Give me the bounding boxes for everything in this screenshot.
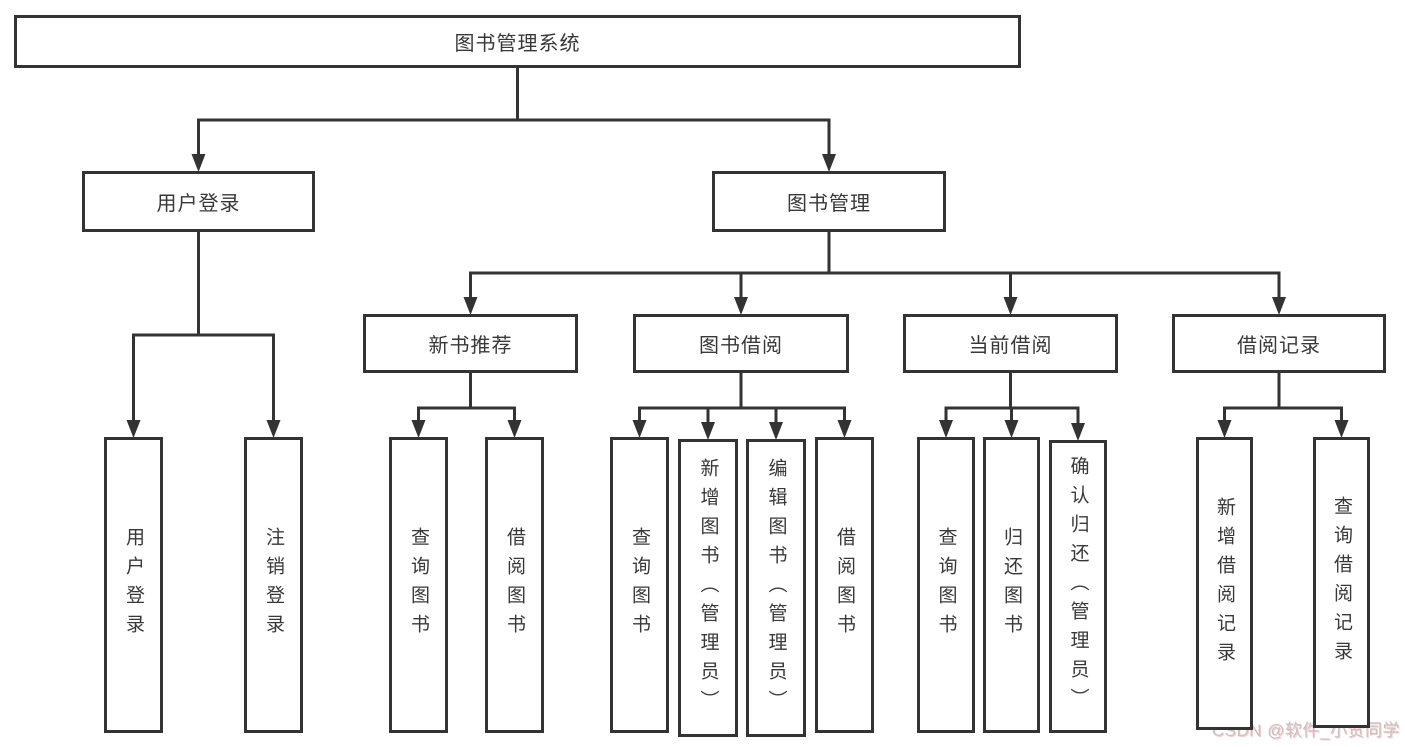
node-bb-add: 新增图书（管理员） <box>678 439 738 737</box>
node-book-mgmt: 图书管理 <box>712 171 946 232</box>
node-nbr-borrow: 借阅图书 <box>485 437 544 733</box>
node-bb-query: 查询图书 <box>610 437 669 733</box>
node-cb-confirm: 确认归还（管理员） <box>1049 440 1107 733</box>
node-nbr-query: 查询图书 <box>389 437 448 733</box>
node-user-login: 用户登录 <box>82 171 315 232</box>
node-br-add: 新增借阅记录 <box>1196 437 1253 730</box>
node-login-v: 用户登录 <box>104 437 163 733</box>
node-br-query: 查询借阅记录 <box>1313 437 1370 728</box>
node-current-borrow: 当前借阅 <box>903 314 1118 373</box>
node-cb-query: 查询图书 <box>917 437 975 733</box>
node-bb-edit: 编辑图书（管理员） <box>746 439 806 737</box>
node-book-borrow: 图书借阅 <box>633 314 849 373</box>
node-cb-return: 归还图书 <box>983 437 1040 733</box>
node-bb-borrow: 借阅图书 <box>815 437 874 733</box>
node-new-book-rec: 新书推荐 <box>363 314 578 373</box>
node-logout-v: 注销登录 <box>244 437 303 733</box>
node-root: 图书管理系统 <box>14 15 1021 68</box>
node-borrow-records: 借阅记录 <box>1172 314 1386 373</box>
